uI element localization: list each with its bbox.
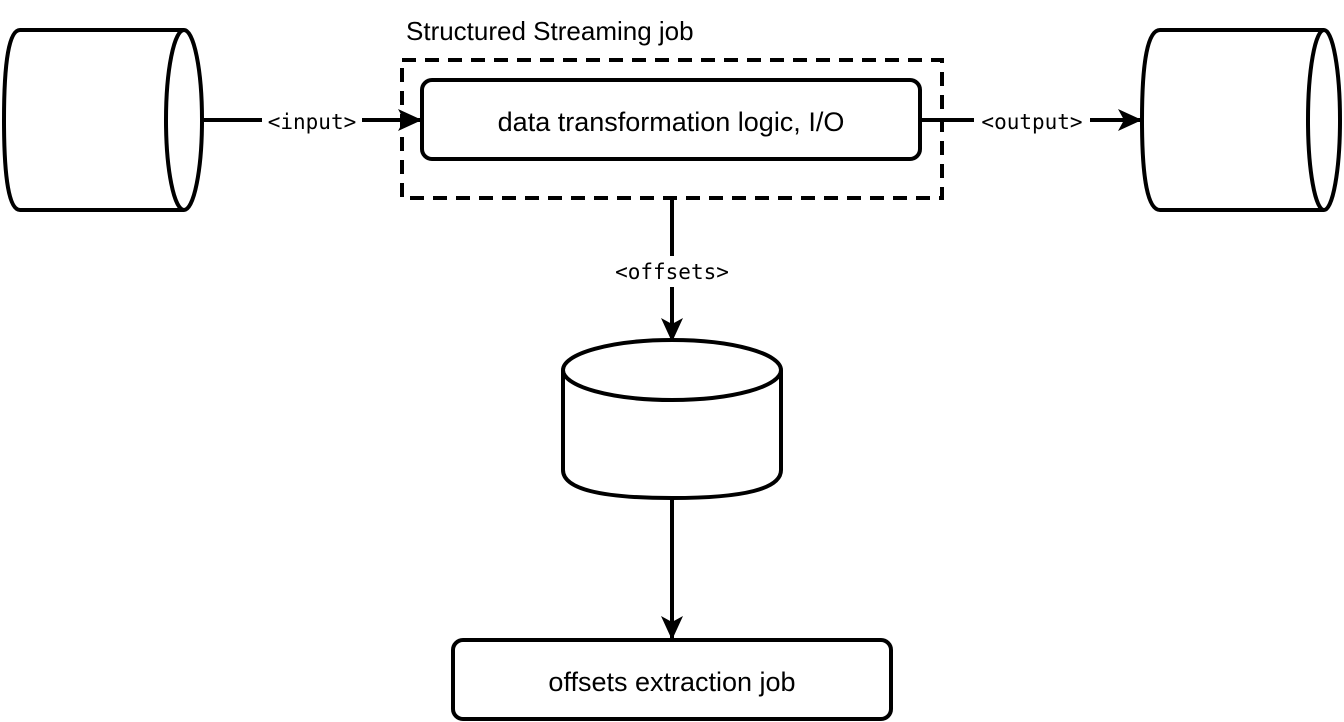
offsets-extraction-node: offsets extraction job bbox=[451, 638, 893, 721]
output-edge: <output> bbox=[922, 109, 1142, 134]
input-datastore-end-cap bbox=[164, 28, 204, 212]
transform-node: data transformation logic, I/O bbox=[420, 78, 922, 161]
offsets-datastore-top-cap bbox=[561, 338, 783, 402]
input-edge-label: <input> bbox=[268, 110, 357, 134]
output-edge-label: <output> bbox=[981, 110, 1082, 134]
output-datastore bbox=[1139, 28, 1342, 212]
input-datastore bbox=[1, 28, 204, 212]
transform-node-label: data transformation logic, I/O bbox=[498, 107, 845, 137]
group-title: Structured Streaming job bbox=[406, 16, 694, 46]
offsets-datastore bbox=[561, 338, 783, 501]
output-datastore-end-cap bbox=[1306, 28, 1342, 212]
structured-streaming-job-group bbox=[400, 58, 944, 200]
input-edge: <input> bbox=[204, 109, 422, 134]
offsets-edge-label: <offsets> bbox=[615, 260, 729, 284]
offsets-extraction-label: offsets extraction job bbox=[548, 667, 795, 697]
offsets-edge: <offsets> bbox=[615, 200, 729, 342]
